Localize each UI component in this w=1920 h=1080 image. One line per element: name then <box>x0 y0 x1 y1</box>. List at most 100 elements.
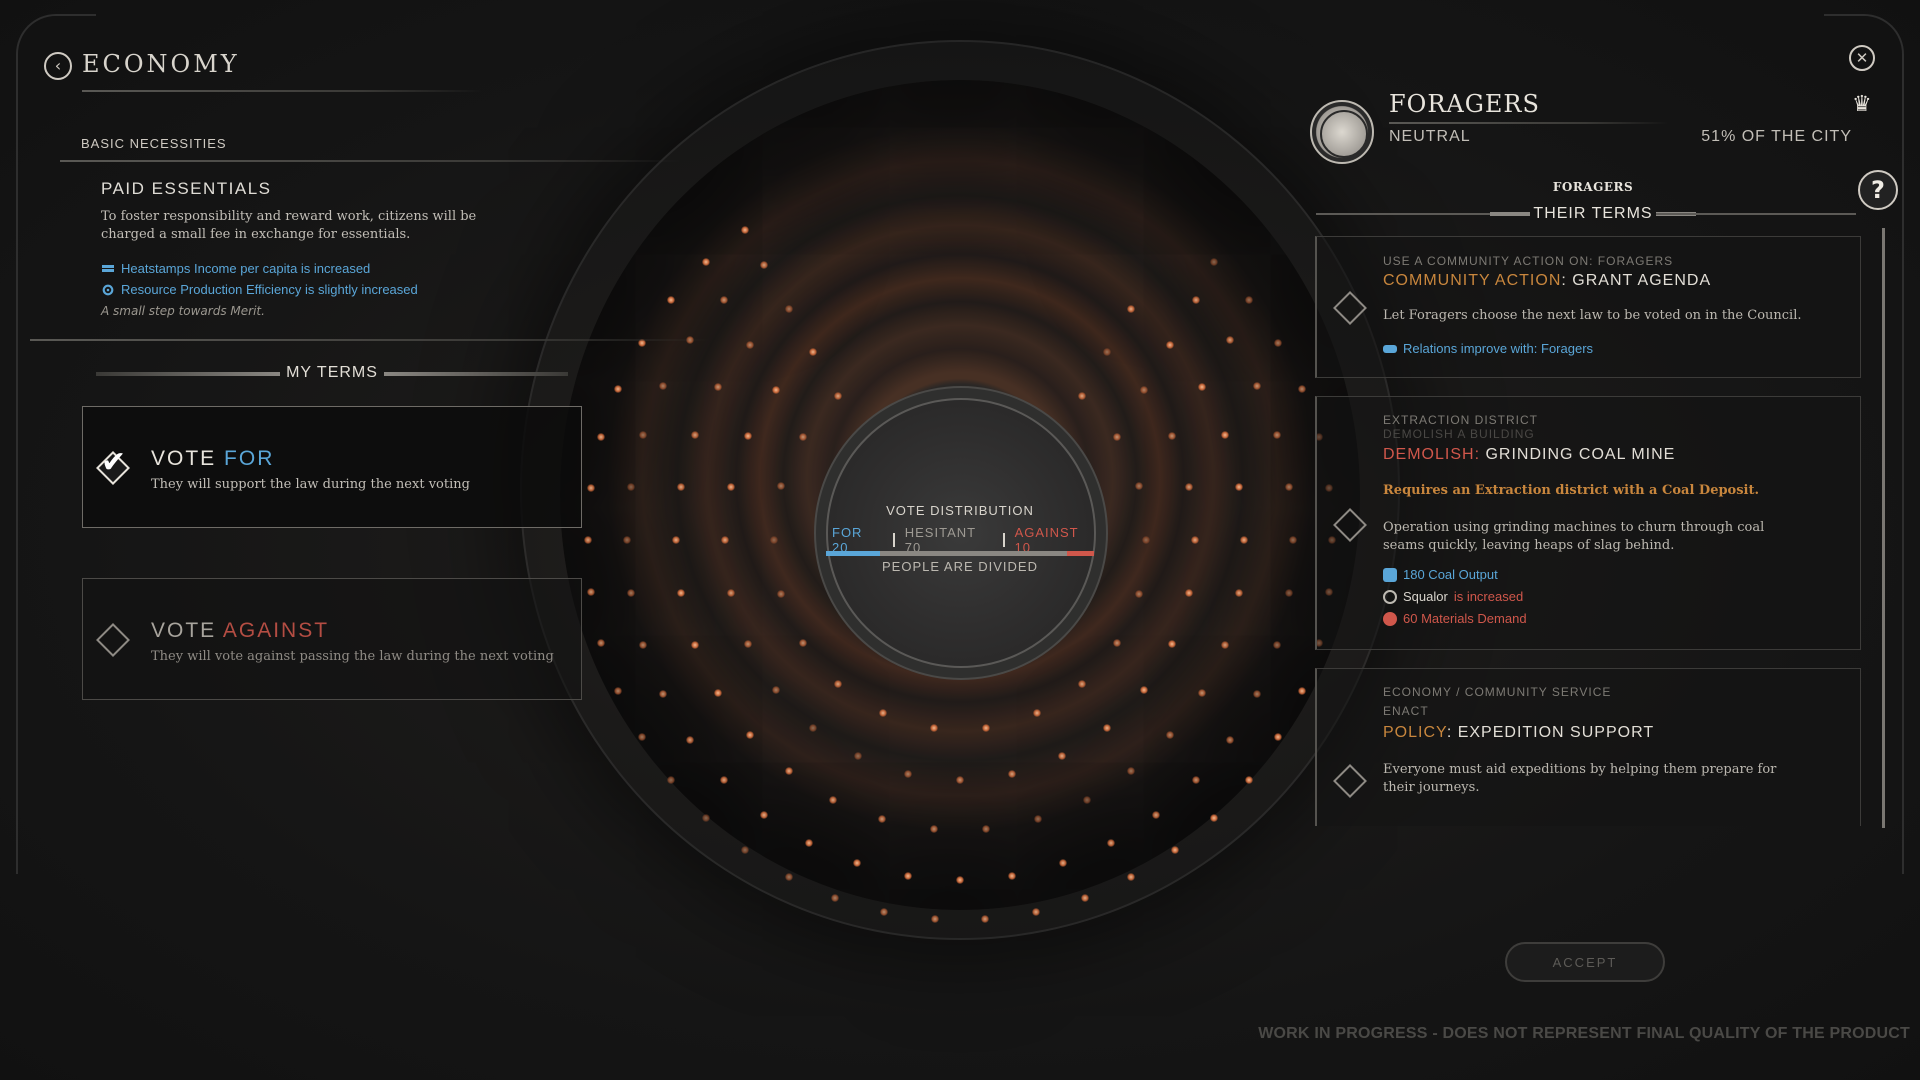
term-title: COMMUNITY ACTION: GRANT AGENDA <box>1383 272 1712 289</box>
chamber-lamp <box>714 688 723 697</box>
chamber-lamp <box>720 295 729 304</box>
accept-button[interactable]: ACCEPT <box>1505 942 1665 982</box>
chamber-lamp <box>614 687 623 696</box>
chamber-lamp <box>720 536 729 544</box>
chamber-lamp <box>1289 536 1298 544</box>
chamber-lamp <box>744 640 753 649</box>
coal-icon <box>1383 567 1397 582</box>
chamber-lamp <box>1139 685 1148 694</box>
law-effect-text: Resource Production Efficiency is slight… <box>121 282 418 297</box>
vote-against-option[interactable]: VOTE AGAINST They will vote against pass… <box>82 578 582 700</box>
close-icon: ✕ <box>1855 49 1869 67</box>
term-title: DEMOLISH: GRINDING COAL MINE <box>1383 446 1675 464</box>
chamber-lamp <box>834 679 843 688</box>
chamber-lamp <box>637 338 646 347</box>
chamber-lamp <box>1134 589 1143 598</box>
vote-for-title: VOTE FOR <box>151 447 274 471</box>
chamber-lamp <box>1107 838 1116 847</box>
term-card-grant-agenda[interactable]: USE A COMMUNITY ACTION ON: FORAGERS COMM… <box>1315 236 1861 378</box>
vote-bar-for <box>826 551 880 556</box>
help-button[interactable]: ? <box>1858 170 1898 210</box>
chamber-lamp <box>587 587 596 596</box>
term-effect-text: 180 Coal Output <box>1403 567 1498 582</box>
vote-distribution-disc <box>826 398 1096 668</box>
term-effect: Squalor is increased <box>1383 589 1523 604</box>
chamber-lamp <box>726 589 735 598</box>
term-description: Everyone must aid expeditions by helping… <box>1383 762 1777 795</box>
title-divider <box>82 90 482 92</box>
term-description: Operation using grinding machines to chu… <box>1383 520 1765 553</box>
term-card-grinding-coal-mine[interactable]: EXTRACTION DISTRICT DEMOLISH A BUILDING … <box>1315 396 1861 650</box>
law-description: To foster responsibility and reward work… <box>101 209 477 242</box>
chamber-lamp <box>1077 392 1086 401</box>
term-effect-text: Relations improve with: Foragers <box>1403 341 1594 356</box>
faction-tab[interactable]: FORAGERS <box>1552 180 1634 194</box>
chamber-lamp <box>637 733 646 742</box>
chamber-lamp <box>1102 348 1111 357</box>
chamber-lamp <box>701 813 710 822</box>
chamber-lamp <box>639 430 648 439</box>
chamber-lamp <box>1240 536 1249 544</box>
chamber-lamp <box>903 769 912 778</box>
vote-for-option[interactable]: ✔ VOTE FOR They will support the law dur… <box>82 406 582 528</box>
chamber-lamp <box>981 915 990 924</box>
vote-separator <box>892 533 895 547</box>
chamber-lamp <box>1080 894 1089 903</box>
chamber-lamp <box>853 752 862 761</box>
chamber-lamp <box>930 915 939 924</box>
their-terms-bar-left-accent <box>1490 212 1530 216</box>
chamber-lamp <box>667 296 676 305</box>
back-button[interactable]: ‹ <box>44 52 72 80</box>
chamber-lamp <box>690 431 699 440</box>
chamber-lamp <box>1221 640 1229 649</box>
chamber-lamp <box>1244 775 1253 784</box>
term-keyword: POLICY <box>1383 724 1447 741</box>
chamber-lamp <box>772 386 781 395</box>
law-effect-heatstamps: Heatstamps Income per capita is increase… <box>101 261 370 276</box>
vote-for-keyword: FOR <box>224 447 275 470</box>
work-in-progress-notice: WORK IN PROGRESS - DOES NOT REPRESENT FI… <box>1258 1025 1910 1042</box>
chamber-lamp <box>777 589 786 598</box>
chamber-lamp <box>597 433 606 442</box>
law-effect-production: Resource Production Efficiency is slight… <box>101 282 418 297</box>
their-terms-scrollbar[interactable] <box>1882 228 1885 828</box>
chamber-lamp <box>1235 482 1244 491</box>
vote-distribution-counts: FOR 20 HESITANT 70 AGAINST 10 <box>832 525 1096 555</box>
handshake-icon <box>1383 344 1397 353</box>
term-diamond <box>1333 291 1367 325</box>
chamber-lamp <box>667 775 676 784</box>
term-context: EXTRACTION DISTRICT <box>1383 413 1539 427</box>
chamber-lamp <box>1185 482 1194 491</box>
chamber-lamp <box>1170 846 1179 855</box>
selection-diamond <box>96 623 130 657</box>
vote-separator <box>1002 533 1005 547</box>
chamber-lamp <box>626 482 635 491</box>
term-card-expedition-support[interactable]: ECONOMY / COMMUNITY SERVICE ENACT POLICY… <box>1315 668 1861 826</box>
chamber-lamp <box>626 589 635 598</box>
foragers-emblem-icon <box>1310 100 1374 164</box>
materials-icon <box>1383 611 1397 626</box>
their-terms-bar-left <box>1316 213 1530 215</box>
term-effect: 180 Coal Output <box>1383 567 1498 582</box>
their-terms-bar-right <box>1656 213 1856 215</box>
checkmark-icon: ✔ <box>101 445 127 480</box>
chamber-lamp <box>726 482 735 491</box>
chamber-lamp <box>784 767 793 776</box>
chamber-lamp <box>903 871 912 880</box>
vote-against-description: They will vote against passing the law d… <box>151 649 554 664</box>
chamber-lamp <box>1297 687 1306 696</box>
frame-left-ornament <box>16 14 96 874</box>
chamber-lamp <box>745 340 754 349</box>
chamber-lamp <box>1167 431 1176 440</box>
close-button[interactable]: ✕ <box>1849 45 1875 71</box>
chamber-lamp <box>1252 690 1261 699</box>
chamber-lamp <box>831 894 840 903</box>
chamber-lamp <box>799 433 808 442</box>
chamber-lamp <box>1127 767 1136 776</box>
law-effect-text: Heatstamps Income per capita is increase… <box>121 261 371 276</box>
chamber-lamp <box>1166 731 1175 740</box>
chamber-lamp <box>1272 641 1281 650</box>
term-effect-modifier: is increased <box>1453 589 1524 604</box>
term-context: ECONOMY / COMMUNITY SERVICE <box>1383 685 1612 699</box>
squalor-icon <box>1383 589 1397 604</box>
